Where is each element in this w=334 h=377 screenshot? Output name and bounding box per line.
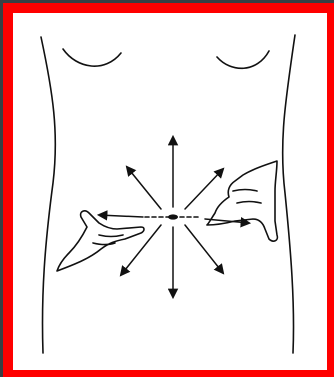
arrow-up-left: [127, 167, 161, 209]
right-breast-curve: [217, 51, 269, 68]
chest-curves: [63, 49, 269, 68]
left-hand-finger-line: [99, 235, 123, 237]
right-torso-line: [283, 35, 295, 353]
arrow-down-right: [185, 225, 223, 273]
right-hand-outline: [207, 161, 277, 241]
abdomen-diagram: [13, 13, 327, 370]
right-hand-finger-line: [233, 190, 257, 192]
left-breast-curve: [63, 49, 121, 66]
arrow-left: [99, 215, 143, 217]
torso-outline: [41, 35, 295, 353]
right-pointing-hand: [207, 161, 277, 241]
left-torso-line: [41, 37, 55, 353]
left-hand-knuckle-line: [93, 243, 115, 245]
arrow-up-right: [185, 169, 223, 209]
right-hand-knuckle-line: [237, 202, 261, 204]
